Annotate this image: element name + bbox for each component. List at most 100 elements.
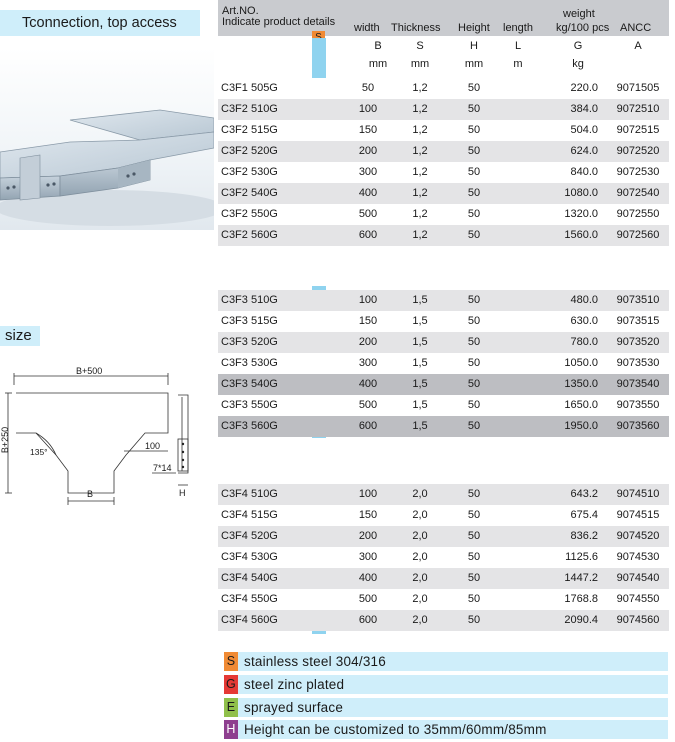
cell-height: 50 [467, 488, 481, 500]
cell-thickness: 1,5 [412, 378, 428, 390]
header-sym-s: S [416, 40, 424, 52]
cell-height: 50 [467, 420, 481, 432]
cell-width: 200 [358, 530, 378, 542]
legend-s: S stainless steel 304/316 [224, 652, 668, 671]
cell-width: 300 [358, 551, 378, 563]
cell-weight: 504.0 [570, 124, 598, 136]
cell-ancc: 9074540 [616, 572, 660, 584]
cell-article-no: C3F4 515G [221, 509, 278, 521]
cell-height: 50 [467, 82, 481, 94]
cell-height: 50 [467, 103, 481, 115]
cell-weight: 1080.0 [564, 187, 598, 199]
cell-ancc: 9072540 [616, 187, 660, 199]
cell-weight: 1447.2 [564, 572, 598, 584]
cell-weight: 1320.0 [564, 208, 598, 220]
cell-height: 50 [467, 551, 481, 563]
cell-weight: 1768.8 [564, 593, 598, 605]
header-unit-s: mm [410, 58, 430, 70]
legend-s-text: stainless steel 304/316 [244, 654, 386, 669]
header-art-no: Art.NO. [222, 5, 259, 17]
cell-weight: 836.2 [570, 530, 598, 542]
cell-thickness: 1,2 [412, 229, 428, 241]
header-unit-l: m [513, 58, 523, 70]
header-height: Height [458, 22, 490, 34]
cell-ancc: 9074510 [616, 488, 660, 500]
cell-ancc: 9073540 [616, 378, 660, 390]
cell-thickness: 2,0 [412, 509, 428, 521]
cell-width: 500 [358, 208, 378, 220]
cell-article-no: C3F3 530G [221, 357, 278, 369]
size-label: size [0, 326, 40, 346]
cell-thickness: 1,2 [412, 187, 428, 199]
cell-weight: 1950.0 [564, 420, 598, 432]
cell-article-no: C3F3 550G [221, 399, 278, 411]
header-indicate: Indicate product details [222, 16, 336, 28]
cell-thickness: 2,0 [412, 572, 428, 584]
cell-article-no: C3F3 510G [221, 294, 278, 306]
cell-height: 50 [467, 399, 481, 411]
cell-height: 50 [467, 336, 481, 348]
cell-height: 50 [467, 357, 481, 369]
cell-thickness: 1,5 [412, 357, 428, 369]
cell-ancc: 9072510 [616, 103, 660, 115]
cell-weight: 220.0 [570, 82, 598, 94]
cell-width: 400 [358, 378, 378, 390]
cell-thickness: 1,5 [412, 294, 428, 306]
cell-article-no: C3F1 505G [221, 82, 278, 94]
cell-article-no: C3F4 520G [221, 530, 278, 542]
cell-width: 400 [358, 572, 378, 584]
cell-ancc: 9074520 [616, 530, 660, 542]
cell-weight: 1350.0 [564, 378, 598, 390]
cell-article-no: C3F2 540G [221, 187, 278, 199]
header-sym-g: G [573, 40, 583, 52]
cell-height: 50 [467, 145, 481, 157]
cell-ancc: 9071505 [616, 82, 660, 94]
cell-ancc: 9074550 [616, 593, 660, 605]
cell-height: 50 [467, 124, 481, 136]
header-thickness: Thickness [391, 22, 441, 34]
cell-width: 200 [358, 336, 378, 348]
cell-ancc: 9072530 [616, 166, 660, 178]
legend-h-letter: H [224, 720, 238, 739]
cell-ancc: 9073530 [616, 357, 660, 369]
legend-g-text: steel zinc plated [244, 677, 345, 692]
cell-article-no: C3F4 510G [221, 488, 278, 500]
cell-weight: 1125.6 [565, 551, 598, 563]
legend-h-text: Height can be customized to 35mm/60mm/85… [244, 722, 547, 737]
cell-article-no: C3F2 530G [221, 166, 278, 178]
cell-width: 150 [358, 315, 378, 327]
header-weight-top: weight [563, 8, 595, 20]
legend-e-letter: E [224, 698, 238, 717]
cell-article-no: C3F2 510G [221, 103, 278, 115]
cell-thickness: 1,2 [412, 124, 428, 136]
cell-ancc: 9073510 [616, 294, 660, 306]
cell-weight: 1560.0 [564, 229, 598, 241]
cell-height: 50 [467, 187, 481, 199]
header-length: length [503, 22, 533, 34]
angle-label: 135° [30, 447, 48, 457]
cell-weight: 630.0 [570, 315, 598, 327]
cell-article-no: C3F4 560G [221, 614, 278, 626]
cell-thickness: 2,0 [412, 488, 428, 500]
cell-ancc: 9073560 [616, 420, 660, 432]
header-sym-h: H [470, 40, 478, 52]
cell-article-no: C3F2 515G [221, 124, 278, 136]
cell-width: 100 [358, 294, 378, 306]
